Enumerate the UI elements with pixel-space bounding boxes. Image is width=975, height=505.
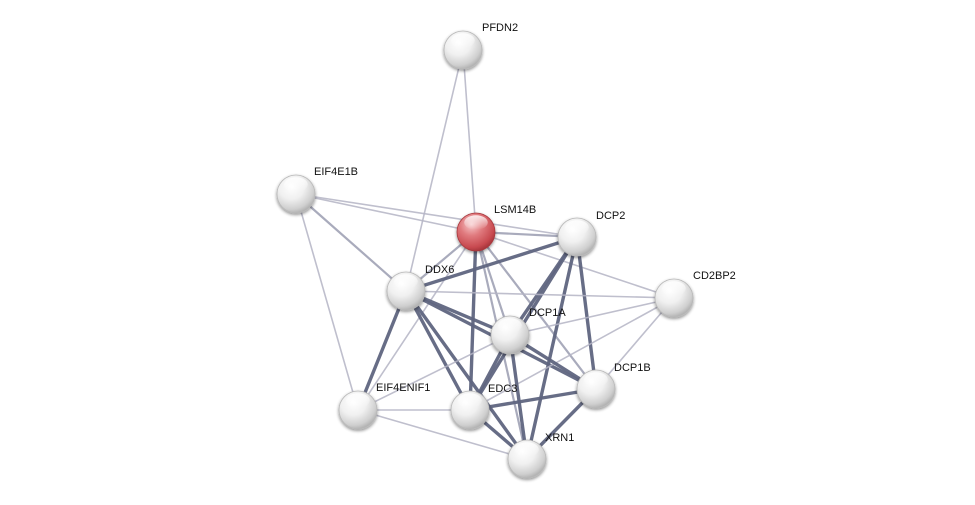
- node-highlight: [451, 33, 475, 48]
- edge-eif4enif1-xrn1[interactable]: [357, 409, 528, 460]
- node-highlight: [662, 281, 686, 296]
- node-highlight: [284, 177, 308, 192]
- node-label: DCP1B: [614, 362, 651, 374]
- node-highlight: [515, 442, 539, 457]
- node-dcp2[interactable]: DCP2: [557, 210, 625, 257]
- node-highlight: [498, 318, 522, 333]
- edge-lsm14b-eif4enif1[interactable]: [357, 231, 477, 411]
- node-label: DDX6: [425, 264, 454, 276]
- edge-ddx6-xrn1[interactable]: [404, 289, 529, 461]
- node-label: CD2BP2: [693, 270, 736, 282]
- node-label: XRN1: [545, 432, 574, 444]
- node-label: DCP1A: [529, 307, 566, 319]
- node-highlight: [346, 393, 370, 408]
- node-highlight: [394, 274, 418, 289]
- node-cd2bp2[interactable]: CD2BP2: [654, 270, 736, 318]
- edge-dcp2-xrn1[interactable]: [525, 235, 579, 461]
- edge-pfdn2-ddx6[interactable]: [405, 49, 464, 292]
- node-highlight: [458, 393, 482, 408]
- node-label: EIF4ENIF1: [376, 382, 430, 394]
- node-dcp1a[interactable]: DCP1A: [490, 307, 566, 355]
- edge-lsm14b-cd2bp2[interactable]: [475, 231, 675, 299]
- node-dcp1b[interactable]: DCP1B: [576, 362, 651, 409]
- node-label: EDC3: [488, 383, 517, 395]
- edge-cd2bp2-edc3[interactable]: [469, 297, 675, 411]
- edge-eif4e1b-dcp2[interactable]: [295, 193, 578, 238]
- edge-cd2bp2-dcp1a[interactable]: [509, 297, 675, 336]
- node-highlight: [565, 220, 589, 235]
- edge-dcp1a-eif4enif1[interactable]: [357, 334, 511, 411]
- node-xrn1[interactable]: XRN1: [507, 432, 574, 479]
- node-label: DCP2: [596, 210, 625, 222]
- node-label: LSM14B: [494, 204, 536, 216]
- node-eif4enif1[interactable]: EIF4ENIF1: [338, 382, 430, 430]
- node-pfdn2[interactable]: PFDN2: [443, 22, 518, 70]
- edge-lsm14b-dcp1b[interactable]: [474, 230, 598, 391]
- edge-dcp2-dcp1b[interactable]: [575, 235, 598, 391]
- node-highlight: [584, 372, 608, 387]
- node-lsm14b[interactable]: LSM14B: [456, 204, 536, 252]
- node-highlight: [464, 215, 488, 230]
- edge-ddx6-eif4enif1[interactable]: [356, 289, 408, 412]
- node-ddx6[interactable]: DDX6: [386, 264, 454, 311]
- node-eif4e1b[interactable]: EIF4E1B: [276, 166, 358, 214]
- node-label: PFDN2: [482, 22, 518, 34]
- node-label: EIF4E1B: [314, 166, 358, 178]
- edge-eif4e1b-lsm14b[interactable]: [295, 193, 477, 233]
- edge-dcp2-ddx6[interactable]: [404, 235, 579, 293]
- edge-eif4e1b-eif4enif1[interactable]: [295, 193, 359, 411]
- edge-dcp1a-xrn1[interactable]: [508, 333, 529, 461]
- edge-cd2bp2-dcp1b[interactable]: [595, 297, 675, 390]
- edge-pfdn2-lsm14b[interactable]: [462, 49, 477, 233]
- edge-ddx6-cd2bp2[interactable]: [405, 290, 675, 299]
- edge-eif4e1b-ddx6[interactable]: [294, 192, 408, 293]
- node-edc3[interactable]: EDC3: [450, 383, 517, 430]
- edge-dcp1b-edc3[interactable]: [468, 387, 598, 412]
- edge-ddx6-edc3[interactable]: [404, 289, 472, 412]
